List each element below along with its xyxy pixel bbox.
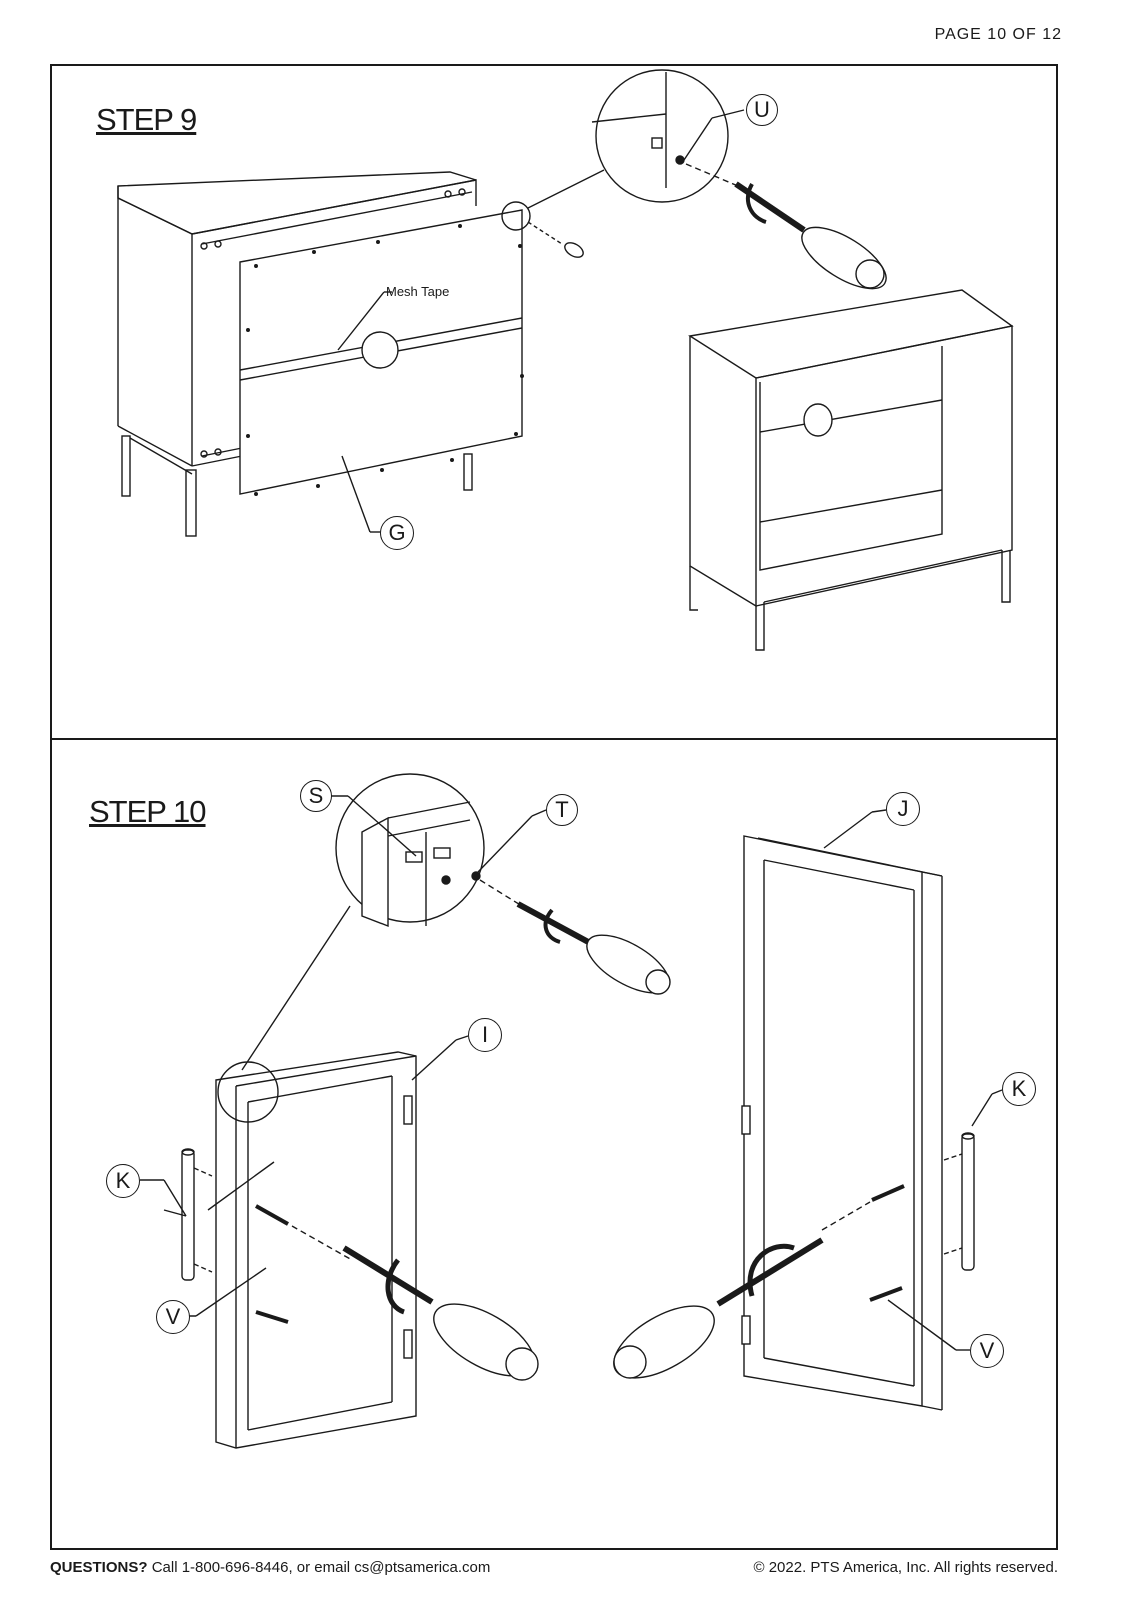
- callout-s: S: [300, 780, 332, 812]
- step-10-panel: STEP 10 S T I J K K V V: [50, 738, 1058, 1550]
- callout-i: I: [468, 1018, 502, 1052]
- page-number: PAGE 10 OF 12: [934, 26, 1062, 43]
- screwdriver-small-icon: [501, 201, 584, 258]
- callout-t-label: T: [555, 797, 569, 822]
- door-right-j: [741, 835, 943, 1411]
- step-9-panel: STEP 9 Mesh Tape U G: [50, 64, 1058, 740]
- step-9-illustration: [117, 69, 1014, 651]
- questions-label: QUESTIONS?: [50, 1559, 148, 1576]
- screwdriver-right-icon: [613, 1237, 824, 1379]
- callout-u: U: [746, 94, 778, 126]
- callout-k-right: K: [1002, 1072, 1036, 1106]
- callout-v-left: V: [156, 1300, 190, 1334]
- callout-v-right: V: [970, 1334, 1004, 1368]
- cabinet-front-assembled: [688, 289, 1014, 651]
- callout-g-label: G: [388, 520, 406, 545]
- callout-i-label: I: [481, 1022, 489, 1047]
- callout-v-right-label: V: [979, 1338, 995, 1363]
- callout-s-label: S: [308, 783, 324, 808]
- callout-u-label: U: [754, 97, 770, 122]
- cabinet-back-view: [117, 171, 477, 537]
- door-left-i: [215, 1051, 417, 1449]
- callout-j-label: J: [897, 796, 909, 821]
- screws-right-v: [821, 1184, 905, 1302]
- screws-left-v: [255, 1204, 353, 1324]
- mesh-tape-leader: [337, 291, 385, 351]
- footer-copyright: © 2022. PTS America, Inc. All rights res…: [753, 1559, 1058, 1576]
- callout-j: J: [886, 792, 920, 826]
- screwdriver-top-icon: [516, 901, 671, 995]
- screwdriver-large-icon: [734, 181, 887, 290]
- detail-magnifier-u: [527, 69, 739, 209]
- step-10-illustration: [140, 773, 1003, 1449]
- callout-g: G: [380, 516, 414, 550]
- callout-k-right-label: K: [1011, 1076, 1027, 1101]
- callout-t: T: [546, 794, 578, 826]
- step-9-title: STEP 9: [96, 102, 197, 137]
- callout-k-left: K: [106, 1164, 140, 1198]
- back-panel-g: [239, 209, 524, 496]
- footer-contact: QUESTIONS? Call 1-800-696-8446, or email…: [50, 1559, 490, 1576]
- detail-magnifier-st: [335, 773, 523, 928]
- callout-v-left-label: V: [165, 1304, 181, 1329]
- callout-k-left-label: K: [115, 1168, 131, 1193]
- mesh-tape-label: Mesh Tape: [386, 284, 450, 299]
- contact-text: Call 1-800-696-8446, or email cs@ptsamer…: [151, 1559, 491, 1576]
- screwdriver-left-icon: [342, 1245, 539, 1381]
- handle-right-k: [943, 1132, 975, 1271]
- step-10-title: STEP 10: [89, 794, 207, 829]
- handle-left-k: [181, 1148, 213, 1281]
